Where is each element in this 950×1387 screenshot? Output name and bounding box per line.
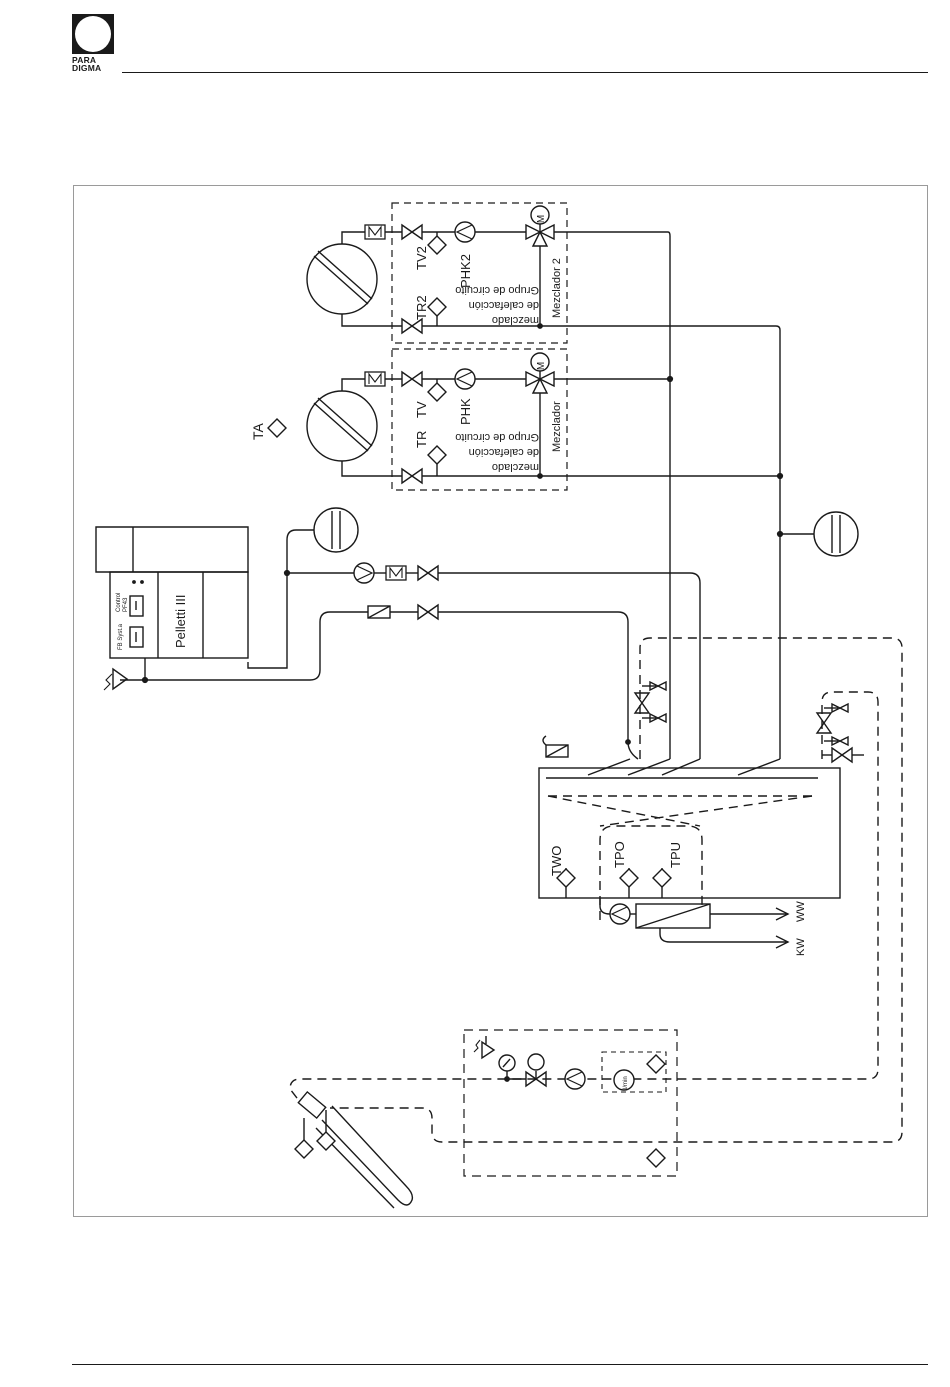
flowmeter-1-icon bbox=[365, 372, 385, 386]
boiler-flowmeter-icon bbox=[386, 566, 406, 580]
solar-return-sensor-icon bbox=[647, 1149, 665, 1167]
sensor-tpu-icon bbox=[653, 869, 671, 887]
label-fb-syst: FB Syst.a bbox=[118, 623, 124, 650]
label-two: TWO bbox=[549, 846, 564, 876]
label-tr: TR bbox=[414, 431, 429, 448]
label-tv: TV bbox=[414, 401, 429, 418]
sensor-tpo-icon bbox=[620, 869, 638, 887]
label-group1-line3: mezclado bbox=[492, 461, 539, 473]
motor-label-2: M bbox=[536, 215, 547, 223]
shutoff-valve-tv-icon bbox=[402, 372, 422, 386]
solar-collector-icon bbox=[298, 1092, 412, 1208]
solar-circuit bbox=[290, 638, 902, 1176]
boiler-return-sensor-icon bbox=[368, 606, 390, 618]
label-tr2: TR2 bbox=[414, 295, 429, 320]
label-boiler: Pelletti III bbox=[173, 595, 188, 648]
flowmeter-2-icon bbox=[365, 225, 385, 239]
label-lmin: l/min bbox=[623, 1076, 629, 1089]
label-ta: TA bbox=[250, 422, 266, 440]
label-mezclador: Mezclador bbox=[551, 401, 563, 452]
label-tpu: TPU bbox=[668, 842, 683, 868]
label-tv2: TV2 bbox=[414, 246, 429, 270]
dhw-pump-icon bbox=[610, 904, 630, 924]
mixer-valve-1-icon bbox=[526, 353, 554, 393]
pump-phk2-icon bbox=[455, 222, 475, 242]
label-mezclador-2: Mezclador 2 bbox=[551, 258, 563, 318]
sensor-tv2-icon bbox=[428, 236, 446, 254]
solar-safety-valve-icon bbox=[474, 1036, 494, 1058]
expansion-vessel-right-icon bbox=[814, 512, 858, 556]
outdoor-sensor-ta-icon bbox=[268, 419, 286, 437]
label-tpo: TPO bbox=[612, 841, 627, 868]
boiler-return-valve-icon bbox=[418, 605, 438, 619]
label-ww: WW bbox=[795, 901, 807, 922]
sensor-tr-icon bbox=[428, 446, 446, 464]
mixer-valve-2-icon bbox=[526, 206, 554, 246]
label-control-line1: Control bbox=[116, 593, 122, 612]
solar-flow-sensor-icon bbox=[647, 1055, 665, 1073]
collector-sensor-2-icon bbox=[317, 1132, 335, 1150]
shutoff-valve-tv2-icon bbox=[402, 225, 422, 239]
buffer-tank bbox=[539, 759, 840, 898]
shutoff-valve-tr-icon bbox=[402, 469, 422, 483]
label-phk2: PHK2 bbox=[458, 254, 473, 288]
sensor-tv-icon bbox=[428, 383, 446, 401]
label-group2-line3: mezclado bbox=[492, 314, 539, 326]
buffer-thermostat-icon bbox=[543, 736, 568, 757]
label-group2-line2: de calefacción bbox=[469, 299, 539, 311]
label-group1-line1: Grupo de circuito bbox=[455, 431, 539, 443]
shutoff-valve-tr2-icon bbox=[402, 319, 422, 333]
motor-label-1: M bbox=[536, 362, 547, 370]
label-group2-line1: Grupo de circuito bbox=[455, 284, 539, 296]
pump-phk-icon bbox=[455, 369, 475, 389]
solar-pump-icon bbox=[565, 1069, 585, 1089]
label-phk: PHK bbox=[458, 398, 473, 425]
label-kw: KW bbox=[795, 938, 807, 956]
collector-sensor-1-icon bbox=[295, 1140, 313, 1158]
solar-flush-valve-right-icon bbox=[817, 713, 831, 733]
expansion-vessel-boiler-icon bbox=[314, 508, 358, 552]
label-group1-line2: de calefacción bbox=[469, 446, 539, 458]
solar-flush-valve-left-icon bbox=[635, 693, 649, 713]
sensor-tr2-icon bbox=[428, 298, 446, 316]
boiler-pump-icon bbox=[354, 563, 374, 583]
radiator-1-icon bbox=[307, 391, 377, 461]
radiator-2-icon bbox=[307, 244, 377, 314]
drain-valve-icon bbox=[832, 748, 852, 762]
label-control-line2: PF43 bbox=[123, 597, 129, 612]
solar-station-frame bbox=[464, 1030, 677, 1176]
boiler-flow-valve-icon bbox=[418, 566, 438, 580]
buffer-tank-body bbox=[539, 768, 840, 898]
